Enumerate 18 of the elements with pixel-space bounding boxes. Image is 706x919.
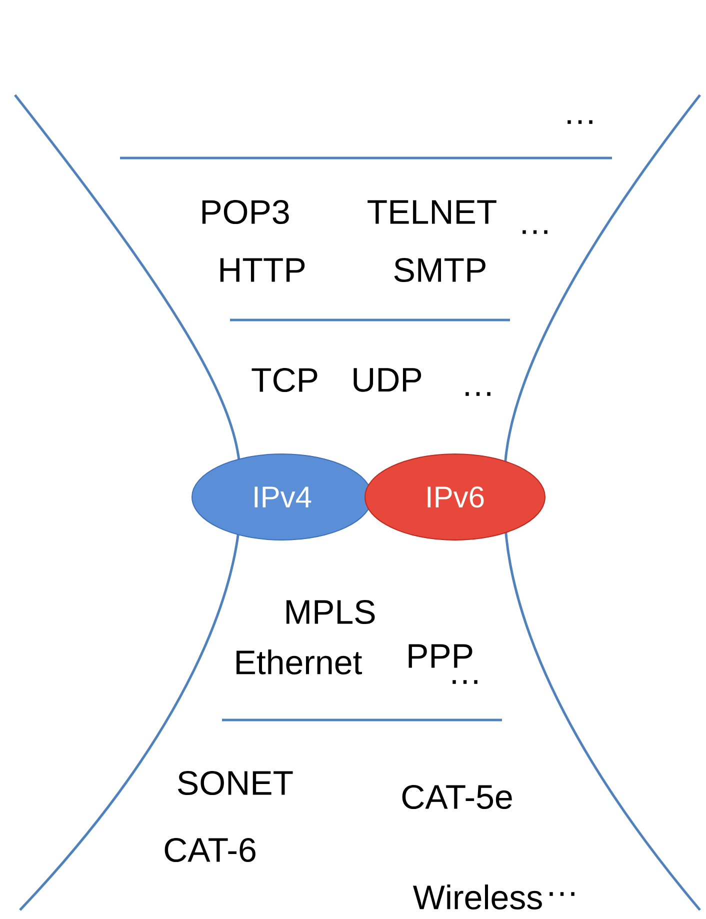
layer-label: … bbox=[568, 120, 592, 124]
layer-label: … bbox=[452, 680, 478, 684]
layer-label: HTTP bbox=[220, 258, 305, 282]
layer-label: CAT-5e bbox=[402, 784, 512, 810]
layer-label: TCP bbox=[252, 368, 318, 392]
layer-label: MPLS bbox=[286, 600, 375, 624]
layer-label: SONET bbox=[178, 770, 293, 796]
layer-label: … bbox=[550, 892, 574, 896]
layer-label: Ethernet bbox=[236, 650, 362, 674]
layer-label: PPP bbox=[408, 644, 472, 668]
layer-label: POP3 bbox=[202, 200, 289, 224]
layer-label: SMTP bbox=[394, 258, 486, 282]
layer-label: … bbox=[466, 392, 490, 396]
layer-label: CAT-6 bbox=[164, 838, 256, 862]
layer-label: UDP bbox=[354, 368, 422, 392]
layer-label: Wireless bbox=[412, 884, 542, 910]
layer-label: TELNET bbox=[368, 200, 496, 224]
layer-label: … bbox=[522, 230, 548, 234]
